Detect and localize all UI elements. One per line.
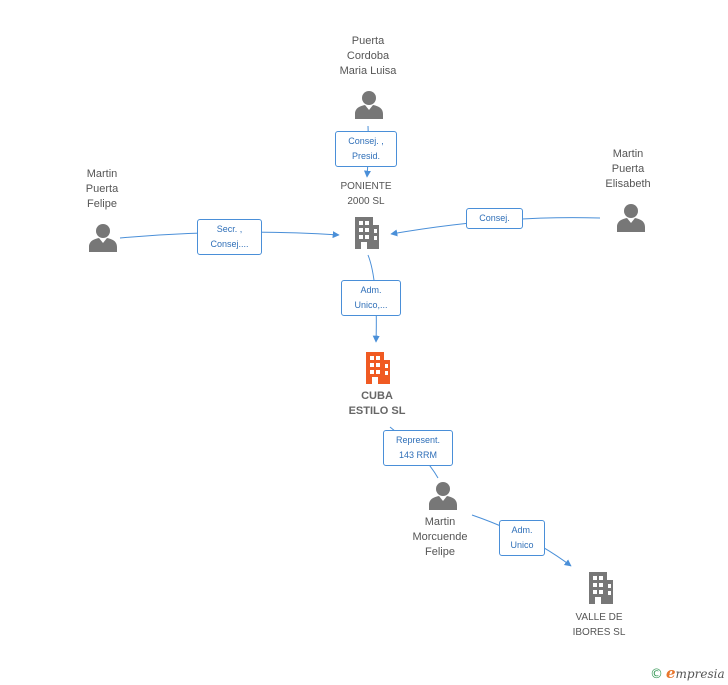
node-label-poniente[interactable]: PONIENTE 2000 SL [340,179,391,209]
role-line: Represent. [395,435,441,445]
role-box-elisabeth-poniente[interactable]: Consej. [466,208,523,229]
role-box-cuba-morcuende[interactable]: Represent. 143 RRM [383,430,453,466]
name-line: Martin [86,168,118,180]
brand-name: mpresia [675,667,725,681]
role-line: Secr. , [216,224,243,234]
name-line: Martin [612,148,644,160]
brand-logo[interactable]: ©empresia [650,664,725,682]
name-line: Puerta [85,183,119,195]
node-label-martin-morcuende[interactable]: Martin Morcuende Felipe [412,515,467,560]
name-line: Puerta [351,35,385,47]
person-icon[interactable] [355,91,383,119]
name-line: Morcuende [412,531,468,543]
brand-initial: e [666,664,676,682]
role-box-poniente-cuba[interactable]: Adm. Unico,... [341,280,401,316]
name-line: Elisabeth [605,178,651,190]
name-line: IBORES SL [572,627,626,638]
role-line: 143 RRM [398,450,437,460]
role-line: Consej.... [210,239,249,249]
name-line: VALLE DE [575,612,623,623]
building-icon[interactable] [355,217,379,249]
role-line: Consej. , [348,136,384,146]
role-line: Adm. [511,525,533,535]
node-label-cuba-estilo[interactable]: CUBA ESTILO SL [349,389,406,419]
node-label-martin-puerta-elisabeth[interactable]: Martin Puerta Elisabeth [605,147,650,192]
node-label-puerta-cordoba[interactable]: Puerta Cordoba Maria Luisa [340,34,397,79]
role-line: Presid. [351,151,380,161]
name-line: Puerta [611,163,645,175]
name-line: Felipe [87,198,117,210]
person-icon[interactable] [89,224,117,252]
name-line: Cordoba [346,50,390,62]
role-line: Consej. [479,213,510,223]
name-line: ESTILO SL [348,405,406,417]
name-line: CUBA [361,390,393,402]
person-icon[interactable] [429,482,457,510]
name-line: 2000 SL [347,196,385,207]
node-label-martin-puerta-felipe[interactable]: Martin Puerta Felipe [86,167,118,212]
node-label-valle-de-ibores[interactable]: VALLE DE IBORES SL [573,610,626,640]
role-line: Unico,... [354,300,388,310]
name-line: Felipe [425,546,455,558]
role-box-felipe-poniente[interactable]: Secr. , Consej.... [197,219,262,255]
person-icon[interactable] [617,204,645,232]
role-line: Adm. [360,285,382,295]
role-box-morcuende-valle[interactable]: Adm. Unico [499,520,545,556]
name-line: Maria Luisa [339,65,397,77]
role-line: Unico [510,540,534,550]
building-icon[interactable] [589,572,613,604]
name-line: Martin [424,516,456,528]
role-box-cordoba-poniente[interactable]: Consej. , Presid. [335,131,397,167]
building-icon[interactable] [366,352,390,384]
name-line: PONIENTE [340,181,392,192]
copyright-icon: © [650,667,663,682]
